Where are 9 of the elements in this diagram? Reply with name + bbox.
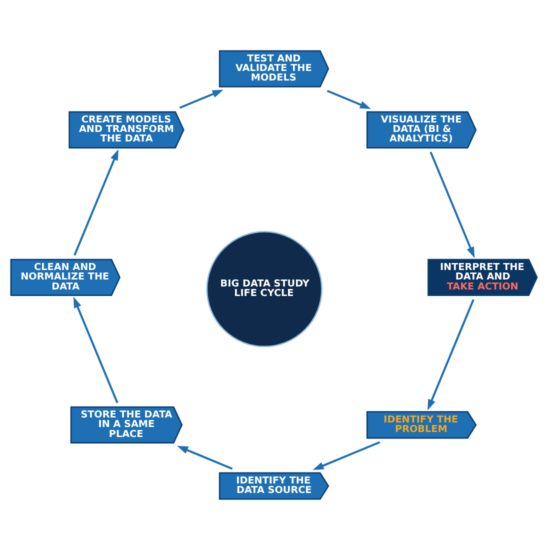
arrow	[430, 152, 475, 258]
arrow	[177, 446, 233, 470]
arrow	[326, 90, 371, 109]
node-circle: BIG DATA STUDY LIFE CYCLE	[206, 231, 322, 348]
arrow	[74, 149, 118, 256]
arrow	[312, 441, 380, 470]
arrow	[428, 299, 474, 410]
arrow	[73, 296, 118, 404]
arrow	[179, 90, 224, 109]
